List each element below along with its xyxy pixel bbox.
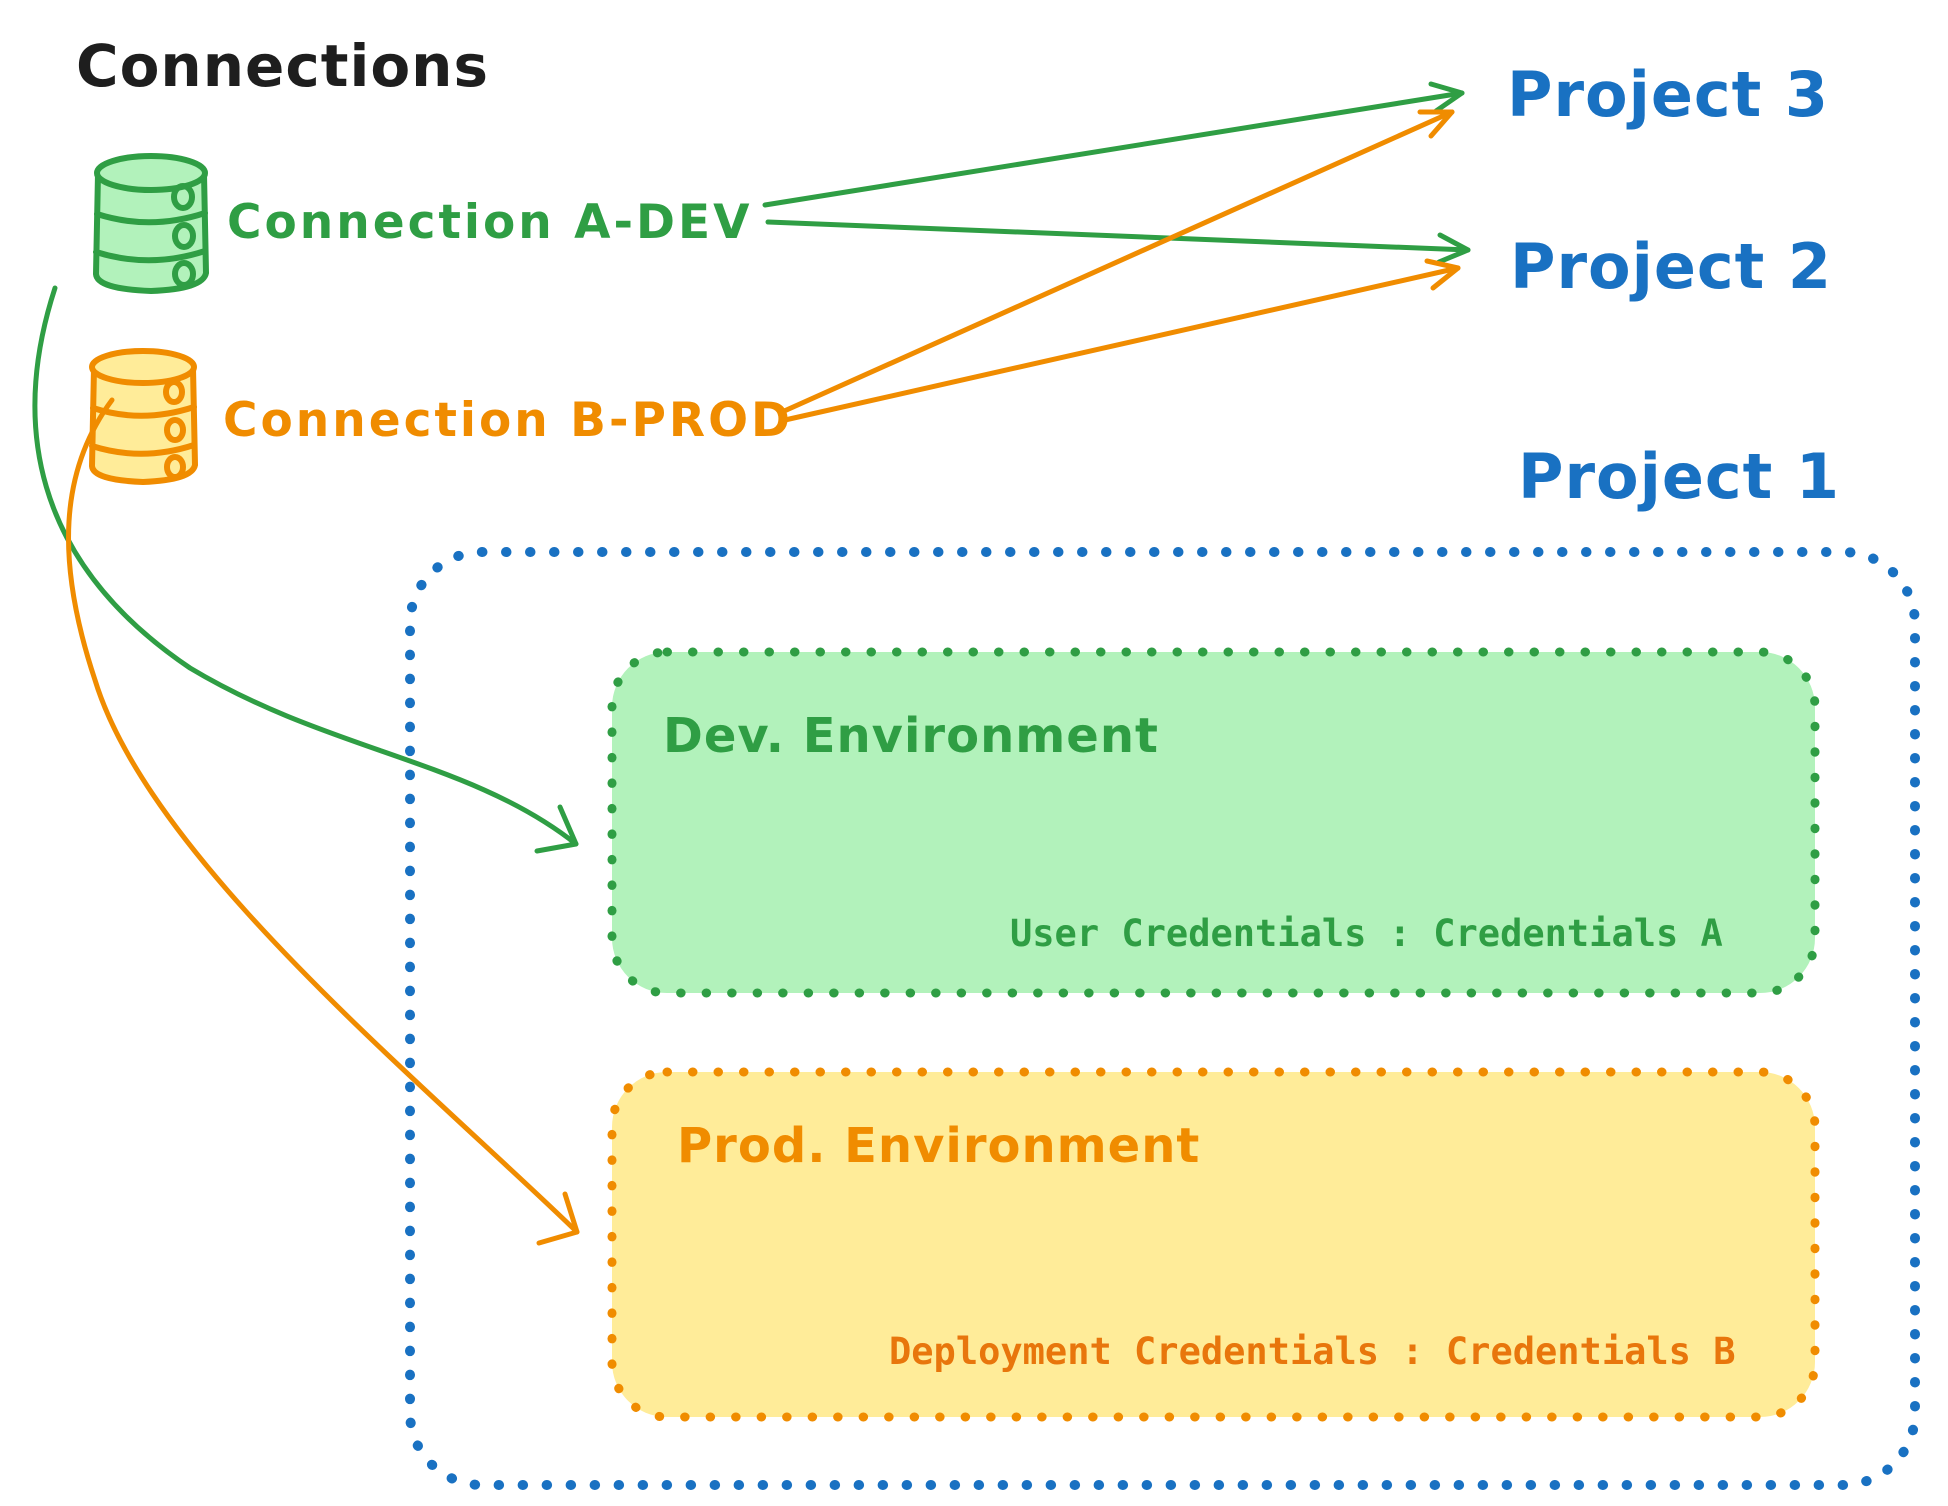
project-2-label: Project 2 (1510, 230, 1832, 303)
arrow-bprod-to-project3 (779, 109, 1455, 415)
arrow-adev-to-project3 (762, 81, 1465, 208)
dev-credentials-label: User Credentials : Credentials A (1010, 912, 1723, 955)
project1-container-box (405, 547, 1920, 1490)
prod-credentials-label: Deployment Credentials : Credentials B (889, 1330, 1735, 1373)
connection-b-prod-label: Connection B-PROD (223, 393, 793, 448)
prod-environment-title: Prod. Environment (677, 1118, 1200, 1174)
arrow-bprod-to-prod-environment (66, 397, 580, 1246)
project-1-label: Project 1 (1518, 440, 1840, 513)
diagram-title: Connections (76, 32, 489, 100)
arrow-adev-to-dev-environment (32, 285, 579, 854)
project-3-label: Project 3 (1507, 58, 1829, 131)
prod-environment-box (607, 1067, 1820, 1422)
dev-environment-box (607, 647, 1820, 998)
dev-environment-title: Dev. Environment (663, 708, 1159, 764)
database-icon-prod (89, 348, 198, 485)
connection-a-dev-label: Connection A-DEV (227, 195, 753, 250)
arrow-bprod-to-project2 (782, 258, 1461, 423)
database-icon-dev (93, 153, 209, 294)
arrow-adev-to-project2 (765, 219, 1471, 265)
